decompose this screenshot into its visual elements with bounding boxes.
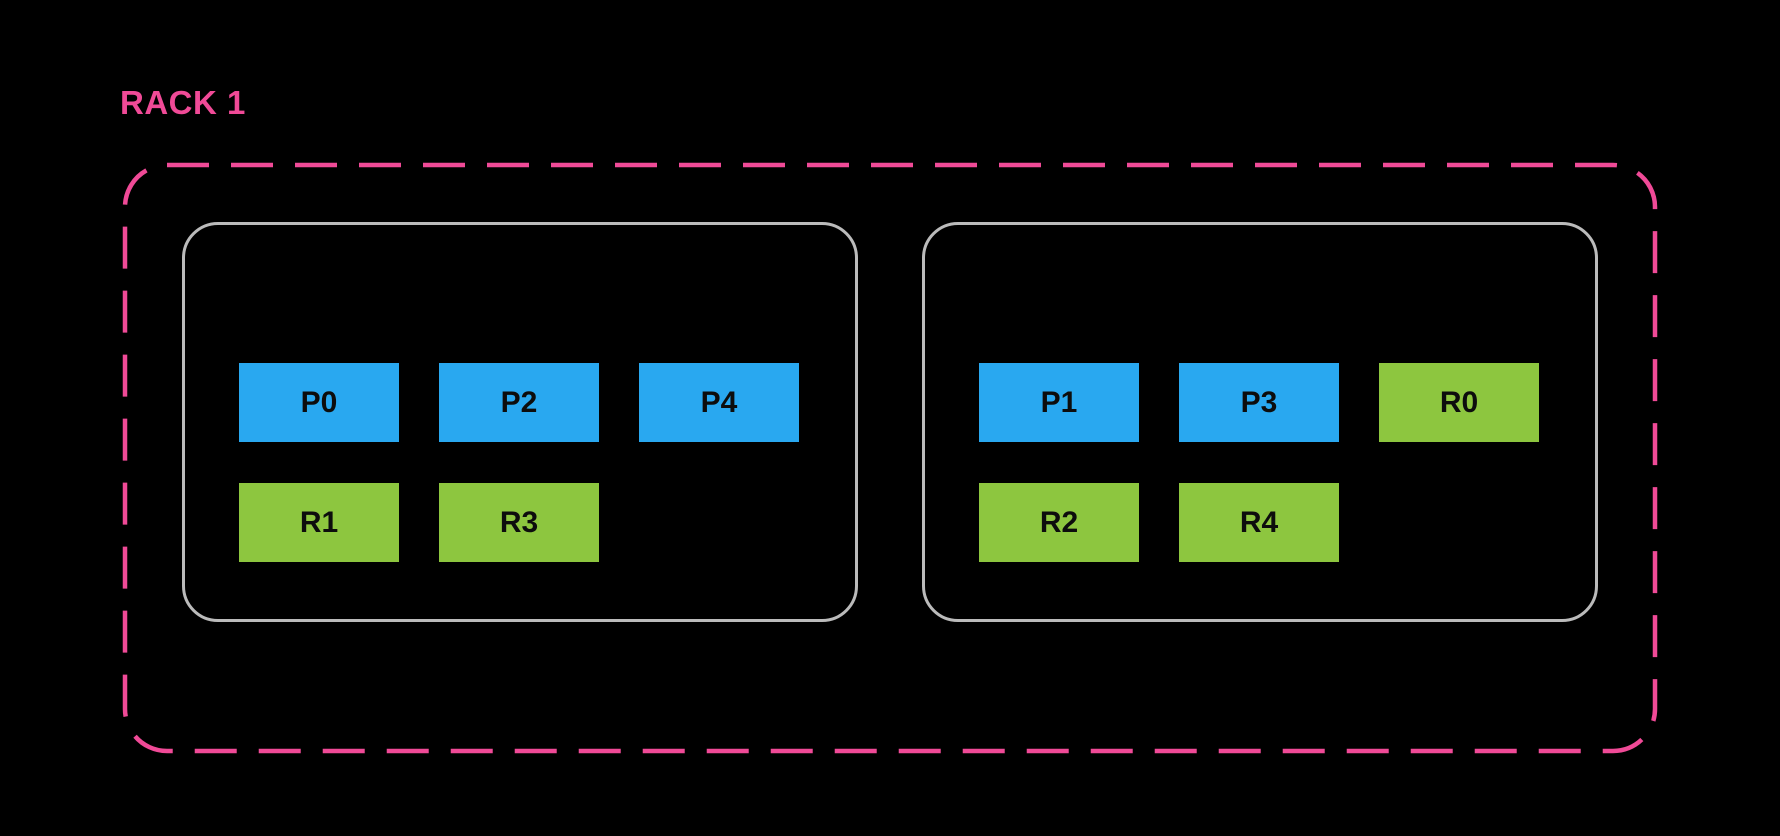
shard-box-r1: R1 — [239, 483, 399, 562]
shard-box-p3: P3 — [1179, 363, 1339, 442]
rack-title: RACK 1 — [120, 84, 246, 121]
rack-dashed-border — [122, 162, 1658, 754]
shard-box-p1: P1 — [979, 363, 1139, 442]
node-container-right: P1 P3 R0 R2 R4 — [922, 222, 1598, 622]
shard-box-r3: R3 — [439, 483, 599, 562]
shard-box-r0: R0 — [1379, 363, 1539, 442]
node-container-left: P0 P2 P4 R1 R3 — [182, 222, 858, 622]
shard-box-r2: R2 — [979, 483, 1139, 562]
shard-box-p4: P4 — [639, 363, 799, 442]
shard-box-p2: P2 — [439, 363, 599, 442]
shard-box-r4: R4 — [1179, 483, 1339, 562]
shard-box-p0: P0 — [239, 363, 399, 442]
